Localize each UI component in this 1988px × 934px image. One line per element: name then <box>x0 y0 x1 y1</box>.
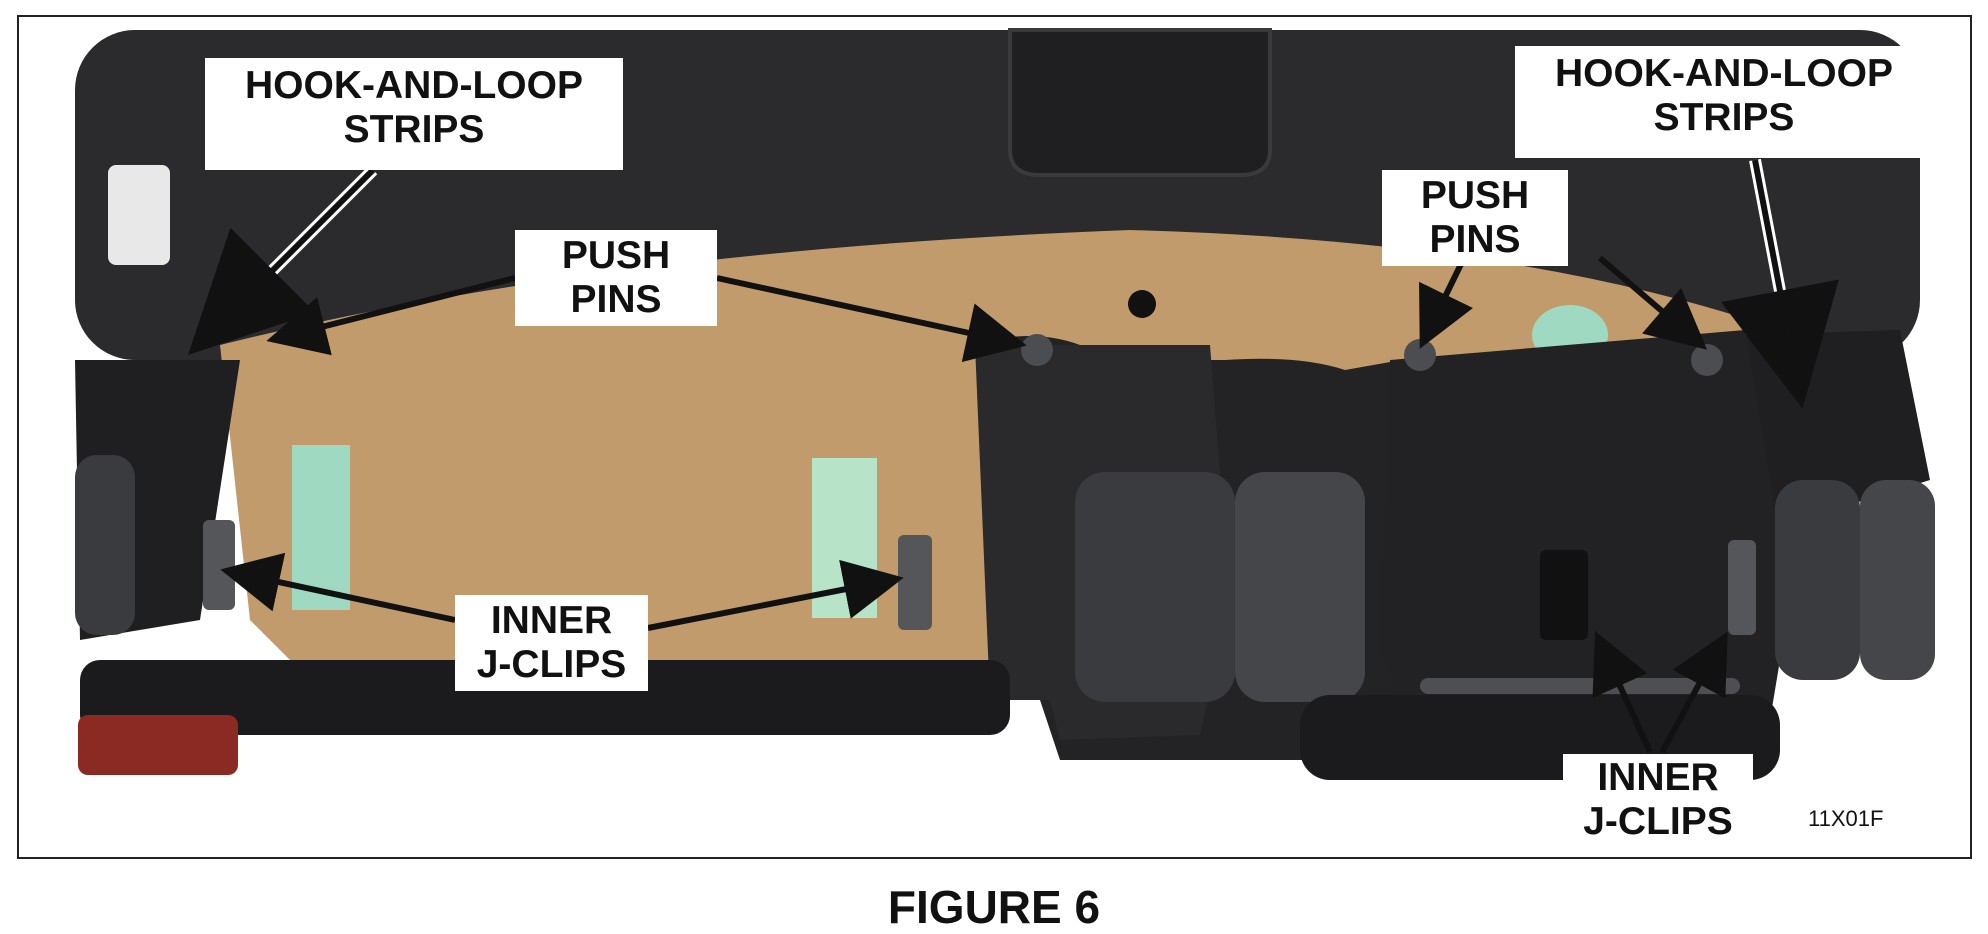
figure-caption: FIGURE 6 <box>887 881 1101 933</box>
push-pin-1 <box>1021 334 1053 366</box>
jclip-left-b <box>898 535 932 630</box>
callout-hook-loop-right-line2: STRIPS <box>1653 95 1795 139</box>
push-pin-2 <box>1404 339 1436 371</box>
lower-trim-red <box>78 715 238 775</box>
arrow-pin-right-b <box>1598 255 1708 350</box>
jclip-right-a <box>1540 550 1588 640</box>
headrest-channel <box>1008 28 1272 177</box>
callout-inner-jclips-left-line2: J-CLIPS <box>476 642 627 686</box>
callout-push-pins-right-line2: PINS <box>1429 217 1521 261</box>
lower-trim-left <box>80 660 1010 735</box>
arrow-pin-left-b <box>716 275 1027 363</box>
callout-inner-jclips-right: INNER J-CLIPS <box>1563 754 1753 850</box>
callout-push-pins-left-line2: PINS <box>570 277 662 321</box>
arrow-pin-left-a <box>266 275 516 356</box>
callout-push-pins-right-line1: PUSH <box>1420 174 1530 217</box>
roller-center-a <box>1075 472 1235 702</box>
callout-hook-loop-left-line1: HOOK-AND-LOOP <box>245 64 583 107</box>
arrow-hook-left-core <box>196 167 376 347</box>
foam-window-left <box>292 445 350 610</box>
arrow-jclip-left-a <box>220 552 456 623</box>
callout-inner-jclips-right-line1: INNER <box>1597 756 1719 799</box>
arrow-jclip-left-b <box>647 559 904 631</box>
callout-hook-loop-left: HOOK-AND-LOOP STRIPS <box>205 58 623 170</box>
roller-left <box>75 455 135 635</box>
callout-hook-loop-right: HOOK-AND-LOOP STRIPS <box>1515 46 1933 158</box>
callout-push-pins-left: PUSH PINS <box>515 230 717 326</box>
roller-center-b <box>1235 472 1365 702</box>
arrow-hook-right-core <box>1752 159 1819 397</box>
figure-code: 11X01F <box>1808 806 1884 831</box>
arrow-jclip-right-b <box>1659 631 1728 754</box>
callout-inner-jclips-left: INNER J-CLIPS <box>455 595 648 691</box>
jclip-left-a <box>203 520 235 610</box>
callout-push-pins-right: PUSH PINS <box>1382 170 1568 266</box>
jclip-right-b <box>1728 540 1756 635</box>
rod-right <box>1420 678 1740 694</box>
callout-inner-jclips-left-line1: INNER <box>490 599 613 642</box>
seat-label-tag <box>108 165 170 265</box>
arrow-pin-right-a <box>1419 260 1473 349</box>
arrow-jclip-right-a <box>1592 631 1653 754</box>
callout-hook-loop-right-line1: HOOK-AND-LOOP <box>1555 52 1893 95</box>
callout-hook-loop-left-line2: STRIPS <box>343 107 485 151</box>
callout-push-pins-left-line1: PUSH <box>561 234 671 277</box>
push-pin-3 <box>1691 344 1723 376</box>
callout-inner-jclips-right-line2: J-CLIPS <box>1583 799 1733 843</box>
panel-hole <box>1128 290 1156 318</box>
roller-right-b <box>1860 480 1935 680</box>
roller-right-a <box>1775 480 1860 680</box>
